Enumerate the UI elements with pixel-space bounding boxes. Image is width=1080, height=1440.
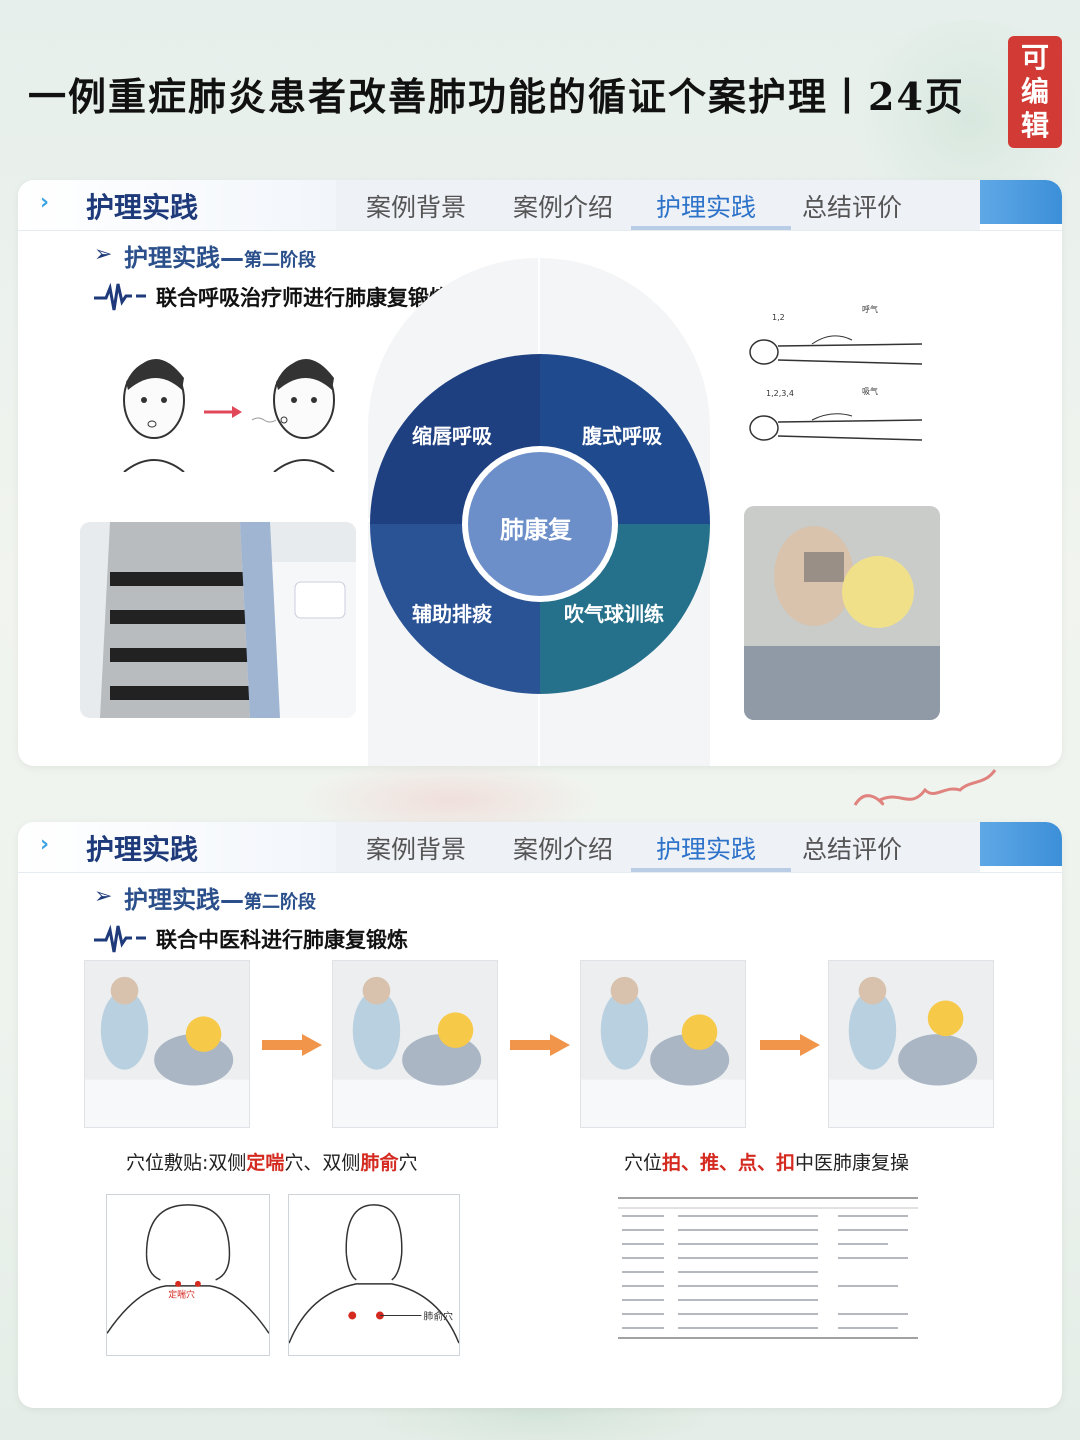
tab-case-intro[interactable]: 案例介绍 [513,193,614,222]
slide-description: 联合呼吸治疗师进行肺康复锻炼 [156,286,450,310]
diagram-center-label: 肺康复 [500,516,572,544]
balloon-training-photo [744,506,940,720]
summer-script-decoration [853,769,997,806]
arrow-icon: ➢ [94,242,113,267]
active-tab-indicator [631,226,791,230]
chevron-right-icon: › [40,190,50,215]
svg-text:定喘穴: 定喘穴 [168,1289,195,1301]
airway-clearance-vest-photo [80,522,356,718]
caption-text: 穴、双侧 [284,1152,361,1174]
slide-tcm-rehab: › 护理实践 案例背景 案例介绍 护理实践 总结评价 ➢ 护理实践—第二阶段 联… [18,822,1062,1408]
slide-respiratory-therapy: › 护理实践 案例背景 案例介绍 护理实践 总结评价 ➢ 护理实践—第二阶段 联… [18,180,1062,766]
tab-summary[interactable]: 总结评价 [802,193,903,222]
diagram-label-abdominal: 腹式呼吸 [582,424,662,448]
caption-text: 穴位 [624,1152,663,1174]
divider [18,230,1062,231]
caption-text: 穴 [398,1152,418,1174]
tcm-exercise-photo-3 [580,960,746,1128]
slide-header: › 护理实践 案例背景 案例介绍 护理实践 总结评价 [18,822,1062,872]
header-accent [980,822,1062,866]
section-title: 护理实践 [86,191,199,224]
tab-summary[interactable]: 总结评价 [802,835,903,864]
section-title: 护理实践 [86,833,199,866]
active-tab-indicator [631,868,791,872]
pulse-icon [94,282,146,311]
badge-char: 辑 [1020,109,1049,142]
orange-arrow-icon [510,1034,570,1056]
tcm-exercise-caption: 穴位拍、推、点、扣中医肺康复操 [624,1148,909,1175]
svg-text:呼气: 呼气 [862,304,878,314]
abdominal-breathing-illustration: 1,2 1,2,3,4 呼气 吸气 [742,300,928,460]
lung-rehab-diagram [370,354,710,694]
chevron-right-icon: › [40,832,50,857]
tcm-exercise-photo-1 [84,960,250,1128]
badge-char: 编 [1020,75,1049,108]
heading-stage: 第二阶段 [244,892,316,913]
caption-text: 穴位敷贴:双侧 [126,1152,247,1174]
svg-text:吸气: 吸气 [862,386,878,396]
tcm-exercise-photo-4 [828,960,994,1128]
badge-char: 可 [1020,41,1049,74]
tab-case-intro[interactable]: 案例介绍 [513,835,614,864]
subsection-heading: 护理实践—第二阶段 [124,238,316,273]
slide-header: › 护理实践 案例背景 案例介绍 护理实践 总结评价 [18,180,1062,230]
pulse-icon [94,924,146,953]
arrow-icon: ➢ [94,884,113,909]
slide-description: 联合中医科进行肺康复锻炼 [156,928,408,952]
diagram-label-assisted-clearance: 辅助排痰 [412,602,492,626]
section-label-area: › 护理实践 [18,180,336,230]
tab-nursing-practice[interactable]: 护理实践 [656,193,757,222]
subsection-heading: 护理实践—第二阶段 [124,880,316,915]
diagram-label-pursed-lip: 缩唇呼吸 [412,424,492,448]
tcm-method-table-thumbnail [618,1186,918,1346]
caption-highlight: 肺俞 [360,1152,399,1174]
pursed-lip-illustration [104,338,360,472]
editable-badge: 可 编 辑 [1008,36,1062,148]
svg-text:1,2,3,4: 1,2,3,4 [766,389,794,398]
tcm-exercise-photo-2 [332,960,498,1128]
dingchuan-acupoint-illustration: 定喘穴 [106,1194,270,1356]
acupoint-patch-caption: 穴位敷贴:双侧定喘穴、双侧肺俞穴 [126,1148,417,1175]
tab-nursing-practice[interactable]: 护理实践 [656,835,757,864]
caption-text: 中医肺康复操 [795,1152,910,1174]
tab-case-background[interactable]: 案例背景 [366,835,467,864]
divider [18,872,1062,873]
svg-text:肺俞穴: 肺俞穴 [423,1309,453,1322]
heading-text: 护理实践— [124,244,244,272]
orange-arrow-icon [760,1034,820,1056]
tab-case-background[interactable]: 案例背景 [366,193,467,222]
header-accent [980,180,1062,224]
caption-highlight: 拍、推、点、扣 [662,1152,796,1174]
orange-arrow-icon [262,1034,322,1056]
diagram-label-balloon: 吹气球训练 [564,602,664,626]
caption-highlight: 定喘 [246,1152,285,1174]
page-title: 一例重症肺炎患者改善肺功能的循证个案护理丨24页 [28,74,965,119]
section-label-area: › 护理实践 [18,822,336,872]
heading-stage: 第二阶段 [244,250,316,271]
feishu-acupoint-illustration: 肺俞穴 [288,1194,460,1356]
svg-text:1,2: 1,2 [772,313,785,322]
tab-bar: 案例背景 案例介绍 护理实践 总结评价 [336,822,980,872]
tab-bar: 案例背景 案例介绍 护理实践 总结评价 [336,180,980,230]
heading-text: 护理实践— [124,886,244,914]
